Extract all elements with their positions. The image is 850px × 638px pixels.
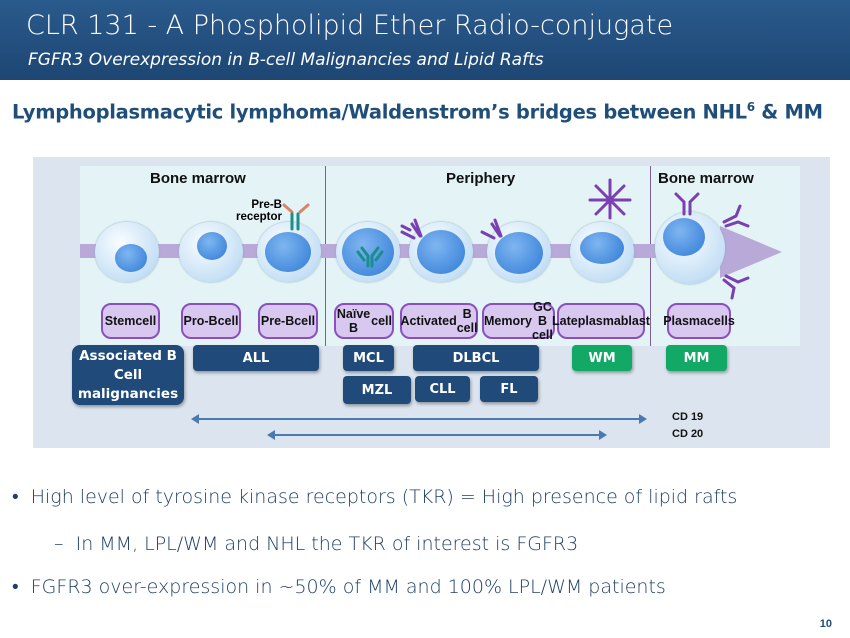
cd20-label: CD 20 <box>672 428 704 440</box>
naive-b-cell-icon <box>336 222 400 282</box>
antibody-icons <box>282 178 750 300</box>
cd19-label: CD 19 <box>672 411 704 423</box>
cll-box: CLL <box>415 376 470 402</box>
bullet-item: • High level of tyrosine kinase receptor… <box>12 486 738 508</box>
heading-text: Lymphoplasmacytic lymphoma/Waldenstrom’s… <box>12 100 747 124</box>
plasmablast-icon <box>570 222 634 282</box>
page-number: 10 <box>819 618 832 630</box>
heading-tail: & MM <box>754 100 823 124</box>
antibody-pentamer-icon <box>588 178 632 220</box>
plasma-cell-icon <box>655 212 725 284</box>
all-box: ALL <box>193 345 319 371</box>
stem-cell-icon <box>95 222 159 282</box>
title-bar <box>0 0 850 80</box>
pre-b-receptor-icon <box>282 203 310 214</box>
antibody-icon <box>480 218 503 240</box>
cd19-range-arrow <box>191 414 647 424</box>
bullet-item: • FGFR3 over-expression in ~50% of MM an… <box>12 576 666 598</box>
wm-box: WM <box>572 345 632 371</box>
pre-b-cell-icon <box>257 222 321 282</box>
slide-subtitle: FGFR3 Overexpression in B-cell Malignanc… <box>28 50 544 70</box>
region-bone-marrow: Bone marrow <box>150 170 246 187</box>
associated-malignancies-label: Associated B Cell malignancies <box>72 345 184 405</box>
section-heading: Lymphoplasmacytic lymphoma/Waldenstrom’s… <box>12 100 823 124</box>
antibody-icon <box>674 192 700 216</box>
antibody-icon <box>400 218 423 240</box>
region-bone-marrow-2: Bone marrow <box>658 170 754 187</box>
cd20-range-arrow <box>267 430 607 440</box>
fl-box: FL <box>480 376 538 402</box>
mzl-box: MZL <box>343 376 411 404</box>
region-periphery: Periphery <box>446 170 516 187</box>
mcl-box: MCL <box>343 345 394 371</box>
mm-box: MM <box>666 345 727 371</box>
pro-b-cell-icon <box>179 222 243 282</box>
antibody-icon <box>722 204 750 228</box>
antibody-icon <box>722 274 750 300</box>
arrowhead-icon <box>720 226 782 278</box>
heading-superscript: 6 <box>746 100 755 114</box>
pre-b-receptor-label: Pre-B receptor <box>235 199 282 223</box>
slide-title: CLR 131 - A Phospholipid Ether Radio-con… <box>26 10 674 41</box>
activated-b-cell-icon <box>409 222 473 282</box>
antibody-icon <box>356 246 384 268</box>
dlbcl-box: DLBCL <box>413 345 539 371</box>
sub-bullet-item: – In MM, LPL/WM and NHL the TKR of inter… <box>54 533 579 555</box>
